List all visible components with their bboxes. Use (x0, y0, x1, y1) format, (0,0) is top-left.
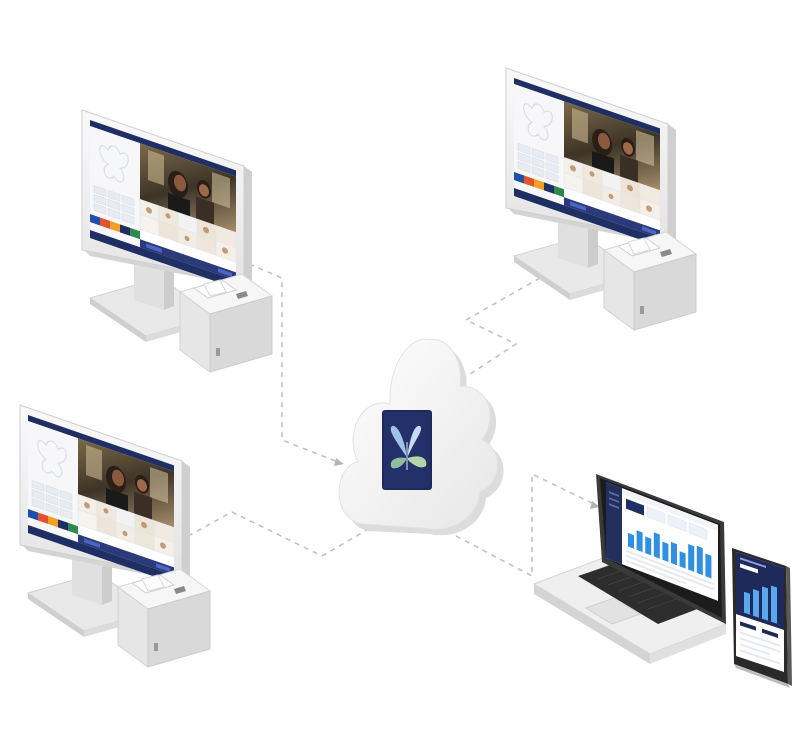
pos-terminal-3 (19, 404, 211, 668)
dashboard-bar (671, 541, 677, 566)
phone-dashboard-screen (736, 552, 784, 672)
dashboard-bar (688, 543, 695, 572)
dashboard-bar (753, 589, 759, 618)
pos-terminal-1 (81, 109, 273, 373)
connector-terminal-1-to-cloud (239, 259, 339, 463)
dashboard-bar (696, 545, 703, 576)
butterfly-logo-icon (382, 410, 432, 490)
arrow-head-icon (334, 458, 344, 466)
laptop (532, 474, 728, 664)
phone-bar-chart (744, 585, 777, 624)
dashboard-bar (771, 585, 777, 624)
connector-lines (187, 259, 595, 578)
trackpad (584, 597, 642, 625)
phone (732, 548, 792, 688)
cloud-node (338, 338, 504, 536)
dashboard-bar (744, 591, 750, 615)
dashboard-bar (645, 536, 652, 556)
dashboard-bar (662, 541, 669, 562)
dashboard-bar (628, 532, 634, 549)
arrow-head-icon (590, 501, 600, 509)
connector-cloud-to-laptop (455, 472, 595, 578)
dashboard-bar-chart (628, 530, 712, 579)
dashboard-bar (705, 553, 712, 579)
connector-terminal-2-to-cloud (451, 277, 541, 387)
connector-terminal-3-to-cloud (187, 511, 399, 557)
dashboard-bar (762, 586, 768, 621)
dashboard-bar (653, 532, 660, 559)
dashboard-screen (606, 482, 718, 601)
dashboard-bar (636, 530, 643, 553)
pos-terminal-2 (505, 67, 697, 331)
dashboard-bar (679, 551, 686, 569)
